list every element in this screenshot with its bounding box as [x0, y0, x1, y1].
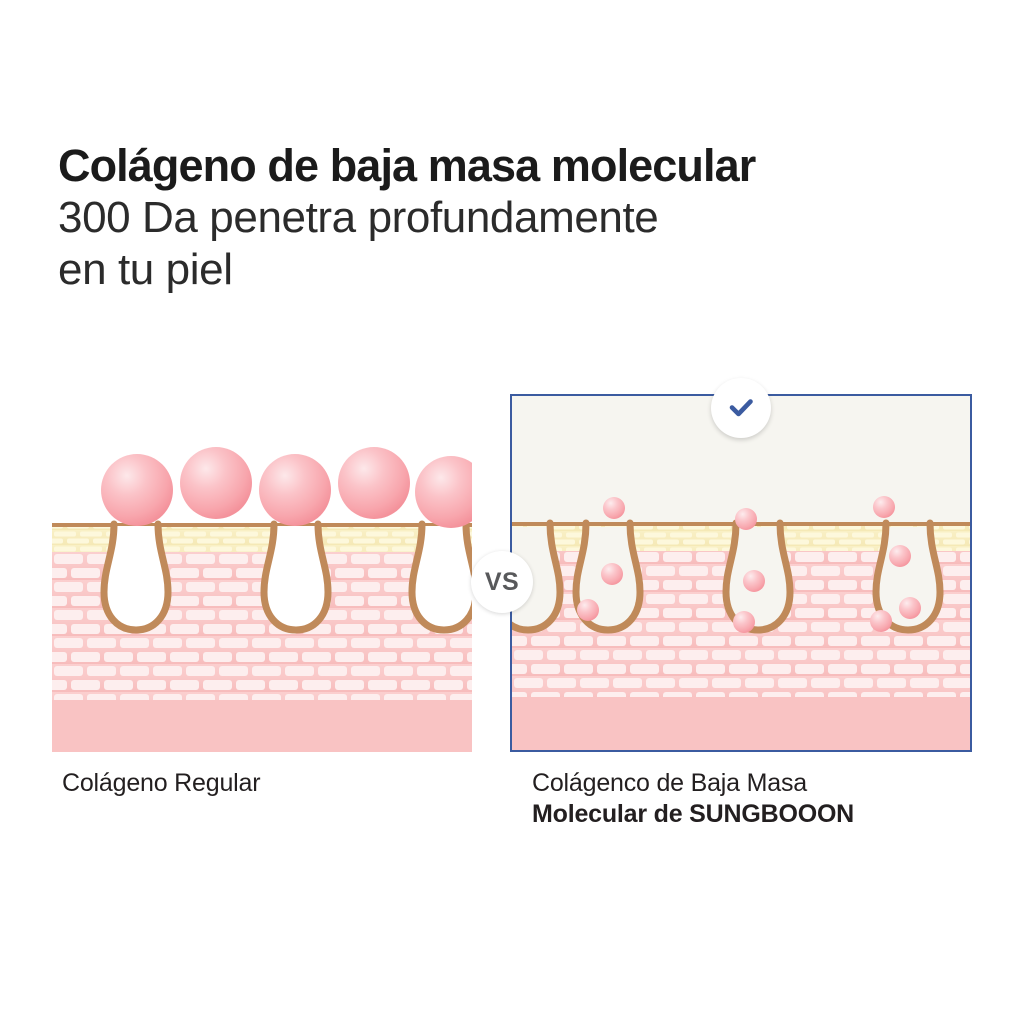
- check-icon: [729, 399, 753, 417]
- panel-regular-collagen: [52, 440, 472, 752]
- check-badge: [711, 378, 771, 438]
- headline-line-2: 300 Da penetra profundamente: [58, 193, 659, 242]
- caption-sungbooon: Colágenco de Baja Masa Molecular de SUNG…: [532, 768, 962, 830]
- skin-cross-section-regular: [52, 447, 472, 752]
- headline-line-1: Colágeno de baja masa molecular: [58, 140, 756, 191]
- collagen-molecules-small: [577, 496, 921, 633]
- caption-regular: Colágeno Regular: [62, 769, 261, 797]
- vs-badge: VS: [471, 551, 533, 613]
- hair-follicle-group: [100, 520, 472, 634]
- headline-block: Colágeno de baja masa molecular 300 Da p…: [58, 140, 938, 296]
- skin-layers: [52, 523, 472, 752]
- skin-cross-section-sungbooon: [512, 396, 970, 750]
- collagen-molecules-large: [101, 447, 472, 528]
- hair-follicle-group: [512, 519, 944, 634]
- caption-sungbooon-line-2: Molecular de SUNGBOOON: [532, 800, 855, 828]
- panel-sungbooon-collagen: [510, 394, 972, 752]
- caption-sungbooon-line-1: Colágenco de Baja Masa: [532, 769, 807, 797]
- vs-label: VS: [484, 567, 520, 596]
- headline-line-3: en tu piel: [58, 245, 233, 294]
